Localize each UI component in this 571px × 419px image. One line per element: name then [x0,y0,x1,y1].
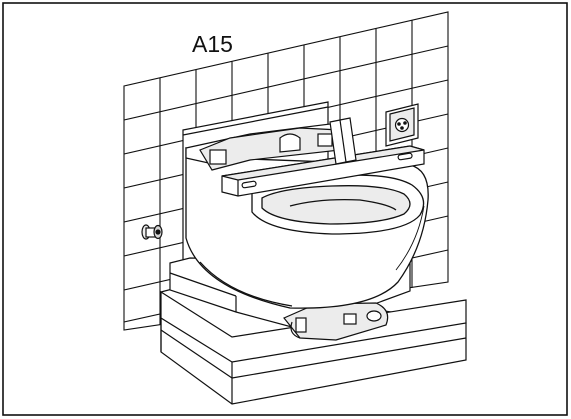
packaging-top-frame [185,117,425,197]
step-label: A15 [192,31,233,57]
wall-socket [385,103,419,147]
water-valve [141,224,163,240]
